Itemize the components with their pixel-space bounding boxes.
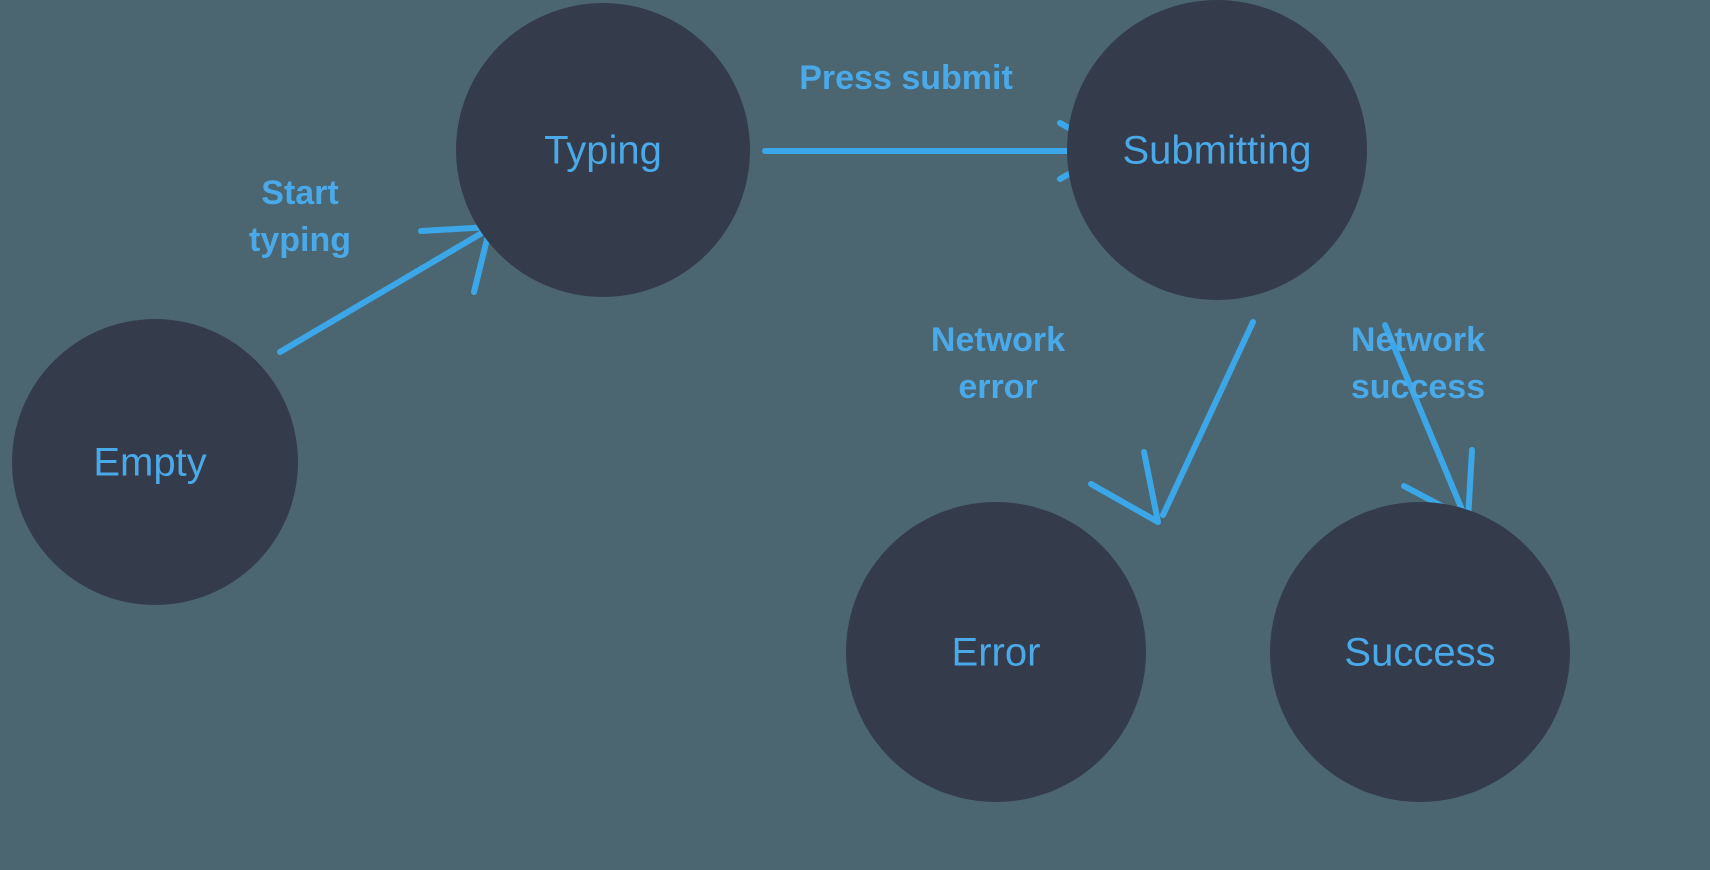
edge-label-start-typing-line-2: typing bbox=[249, 221, 351, 259]
state-node-error[interactable]: Error bbox=[846, 502, 1146, 802]
state-node-typing-circle[interactable] bbox=[456, 3, 750, 297]
edge-label-start-typing-line-1: Start bbox=[261, 174, 338, 212]
edge-empty-to-typing: Start typing bbox=[249, 174, 493, 355]
edge-label-network-success-line-1: Network bbox=[1351, 321, 1485, 359]
edge-line-submitting-to-success bbox=[1382, 322, 1466, 515]
edge-line-submitting-to-error bbox=[1160, 319, 1256, 518]
state-node-error-circle[interactable] bbox=[846, 502, 1146, 802]
edge-submitting-to-error: Network error bbox=[931, 319, 1256, 525]
edge-label-network-success-line-2: success bbox=[1351, 368, 1485, 406]
edge-label-network-error-line-1: Network bbox=[931, 321, 1065, 359]
state-node-error-label: Error bbox=[952, 631, 1041, 675]
state-node-typing-label: Typing bbox=[544, 129, 662, 173]
state-node-submitting-circle[interactable] bbox=[1067, 0, 1367, 300]
state-node-success[interactable]: Success bbox=[1270, 502, 1570, 802]
edge-label-network-error-line-2: error bbox=[958, 368, 1037, 406]
state-node-empty[interactable]: Empty bbox=[12, 319, 298, 605]
state-node-submitting-label: Submitting bbox=[1123, 129, 1312, 173]
edge-submitting-to-success: Network success bbox=[1351, 321, 1485, 523]
state-node-empty-label: Empty bbox=[93, 441, 206, 485]
arrowhead-submitting-to-error bbox=[1088, 449, 1161, 525]
state-node-success-circle[interactable] bbox=[1270, 502, 1570, 802]
state-node-success-label: Success bbox=[1344, 631, 1495, 675]
edge-line-empty-to-typing bbox=[277, 227, 490, 355]
state-node-empty-circle[interactable] bbox=[12, 319, 298, 605]
state-node-submitting[interactable]: Submitting bbox=[1067, 0, 1367, 300]
edge-label-press-submit: Press submit bbox=[799, 59, 1013, 97]
edge-typing-to-submitting: Press submit bbox=[762, 59, 1113, 182]
state-node-typing[interactable]: Typing bbox=[456, 3, 750, 297]
